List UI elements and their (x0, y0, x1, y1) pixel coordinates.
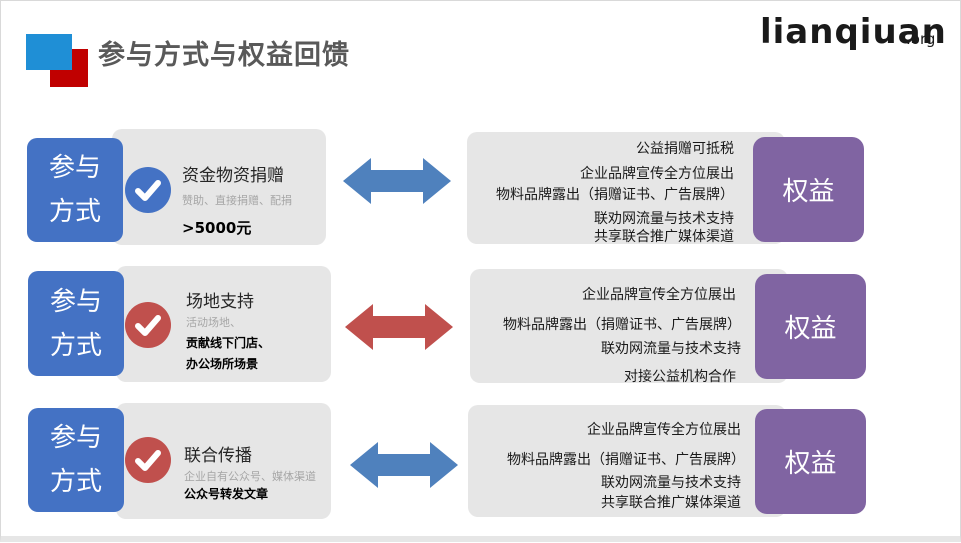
participation-label-box: 参与 方式 (28, 408, 124, 512)
brand-name: lianqiuan (760, 12, 947, 52)
item-subtitle: 活动场地、 (186, 316, 241, 329)
benefit-line: 物料品牌露出（捐赠证书、广告展牌） (503, 317, 741, 333)
brand-tld: .org (906, 30, 936, 48)
benefits-card (470, 269, 788, 383)
check-icon (125, 302, 171, 348)
participation-label-box: 参与 方式 (28, 271, 124, 376)
check-icon (125, 437, 171, 483)
benefit-line: 联劝网流量与技术支持 (601, 475, 741, 491)
item-detail-line1: 贡献线下门店、 (186, 336, 271, 350)
item-title: 场地支持 (186, 292, 254, 312)
participation-label-line1: 参与 (48, 153, 101, 183)
item-subtitle: 企业自有公众号、媒体渠道 (184, 470, 316, 483)
benefit-line: 物料品牌露出（捐赠证书、广告展牌） (507, 452, 745, 468)
title-blue-square (26, 34, 72, 70)
participation-label-line1: 参与 (49, 286, 102, 317)
benefit-line: 共享联合推广媒体渠道 (601, 495, 741, 511)
benefit-line: 公益捐赠可抵税 (636, 141, 734, 157)
benefits-card (467, 132, 785, 244)
brand-logo: lianqiuan .org (760, 12, 950, 56)
benefit-line: 联劝网流量与技术支持 (594, 211, 734, 227)
benefit-label-box: 权益 (755, 409, 866, 514)
check-icon (125, 167, 171, 213)
benefit-line: 联劝网流量与技术支持 (601, 341, 741, 357)
double-arrow-icon (350, 442, 458, 488)
double-arrow-icon (343, 158, 451, 204)
item-title: 联合传播 (184, 446, 252, 466)
participation-label-line2: 方式 (48, 197, 101, 227)
benefit-label-box: 权益 (753, 137, 864, 242)
benefit-line: 对接公益机构合作 (624, 369, 736, 385)
item-subtitle: 赞助、直接捐赠、配捐 (182, 194, 292, 207)
benefit-line: 企业品牌宣传全方位展出 (582, 287, 736, 303)
item-title: 资金物资捐赠 (182, 166, 284, 186)
benefit-line: 物料品牌露出（捐赠证书、广告展牌） (496, 187, 734, 203)
item-detail: 公众号转发文章 (184, 487, 269, 501)
benefit-line: 企业品牌宣传全方位展出 (580, 166, 734, 182)
benefit-line: 共享联合推广媒体渠道 (594, 229, 734, 245)
item-detail-line2: 办公场所场景 (186, 357, 259, 371)
participation-label-line2: 方式 (49, 467, 102, 497)
double-arrow-icon (345, 304, 453, 350)
participation-label-box: 参与 方式 (27, 138, 123, 242)
benefit-line: 企业品牌宣传全方位展出 (587, 422, 741, 438)
participation-label-line2: 方式 (49, 330, 102, 361)
benefit-label-box: 权益 (755, 274, 866, 379)
participation-label-line1: 参与 (49, 423, 102, 453)
item-detail: >5000元 (182, 219, 252, 237)
benefits-card (468, 405, 786, 517)
page-title: 参与方式与权益回馈 (98, 40, 350, 71)
